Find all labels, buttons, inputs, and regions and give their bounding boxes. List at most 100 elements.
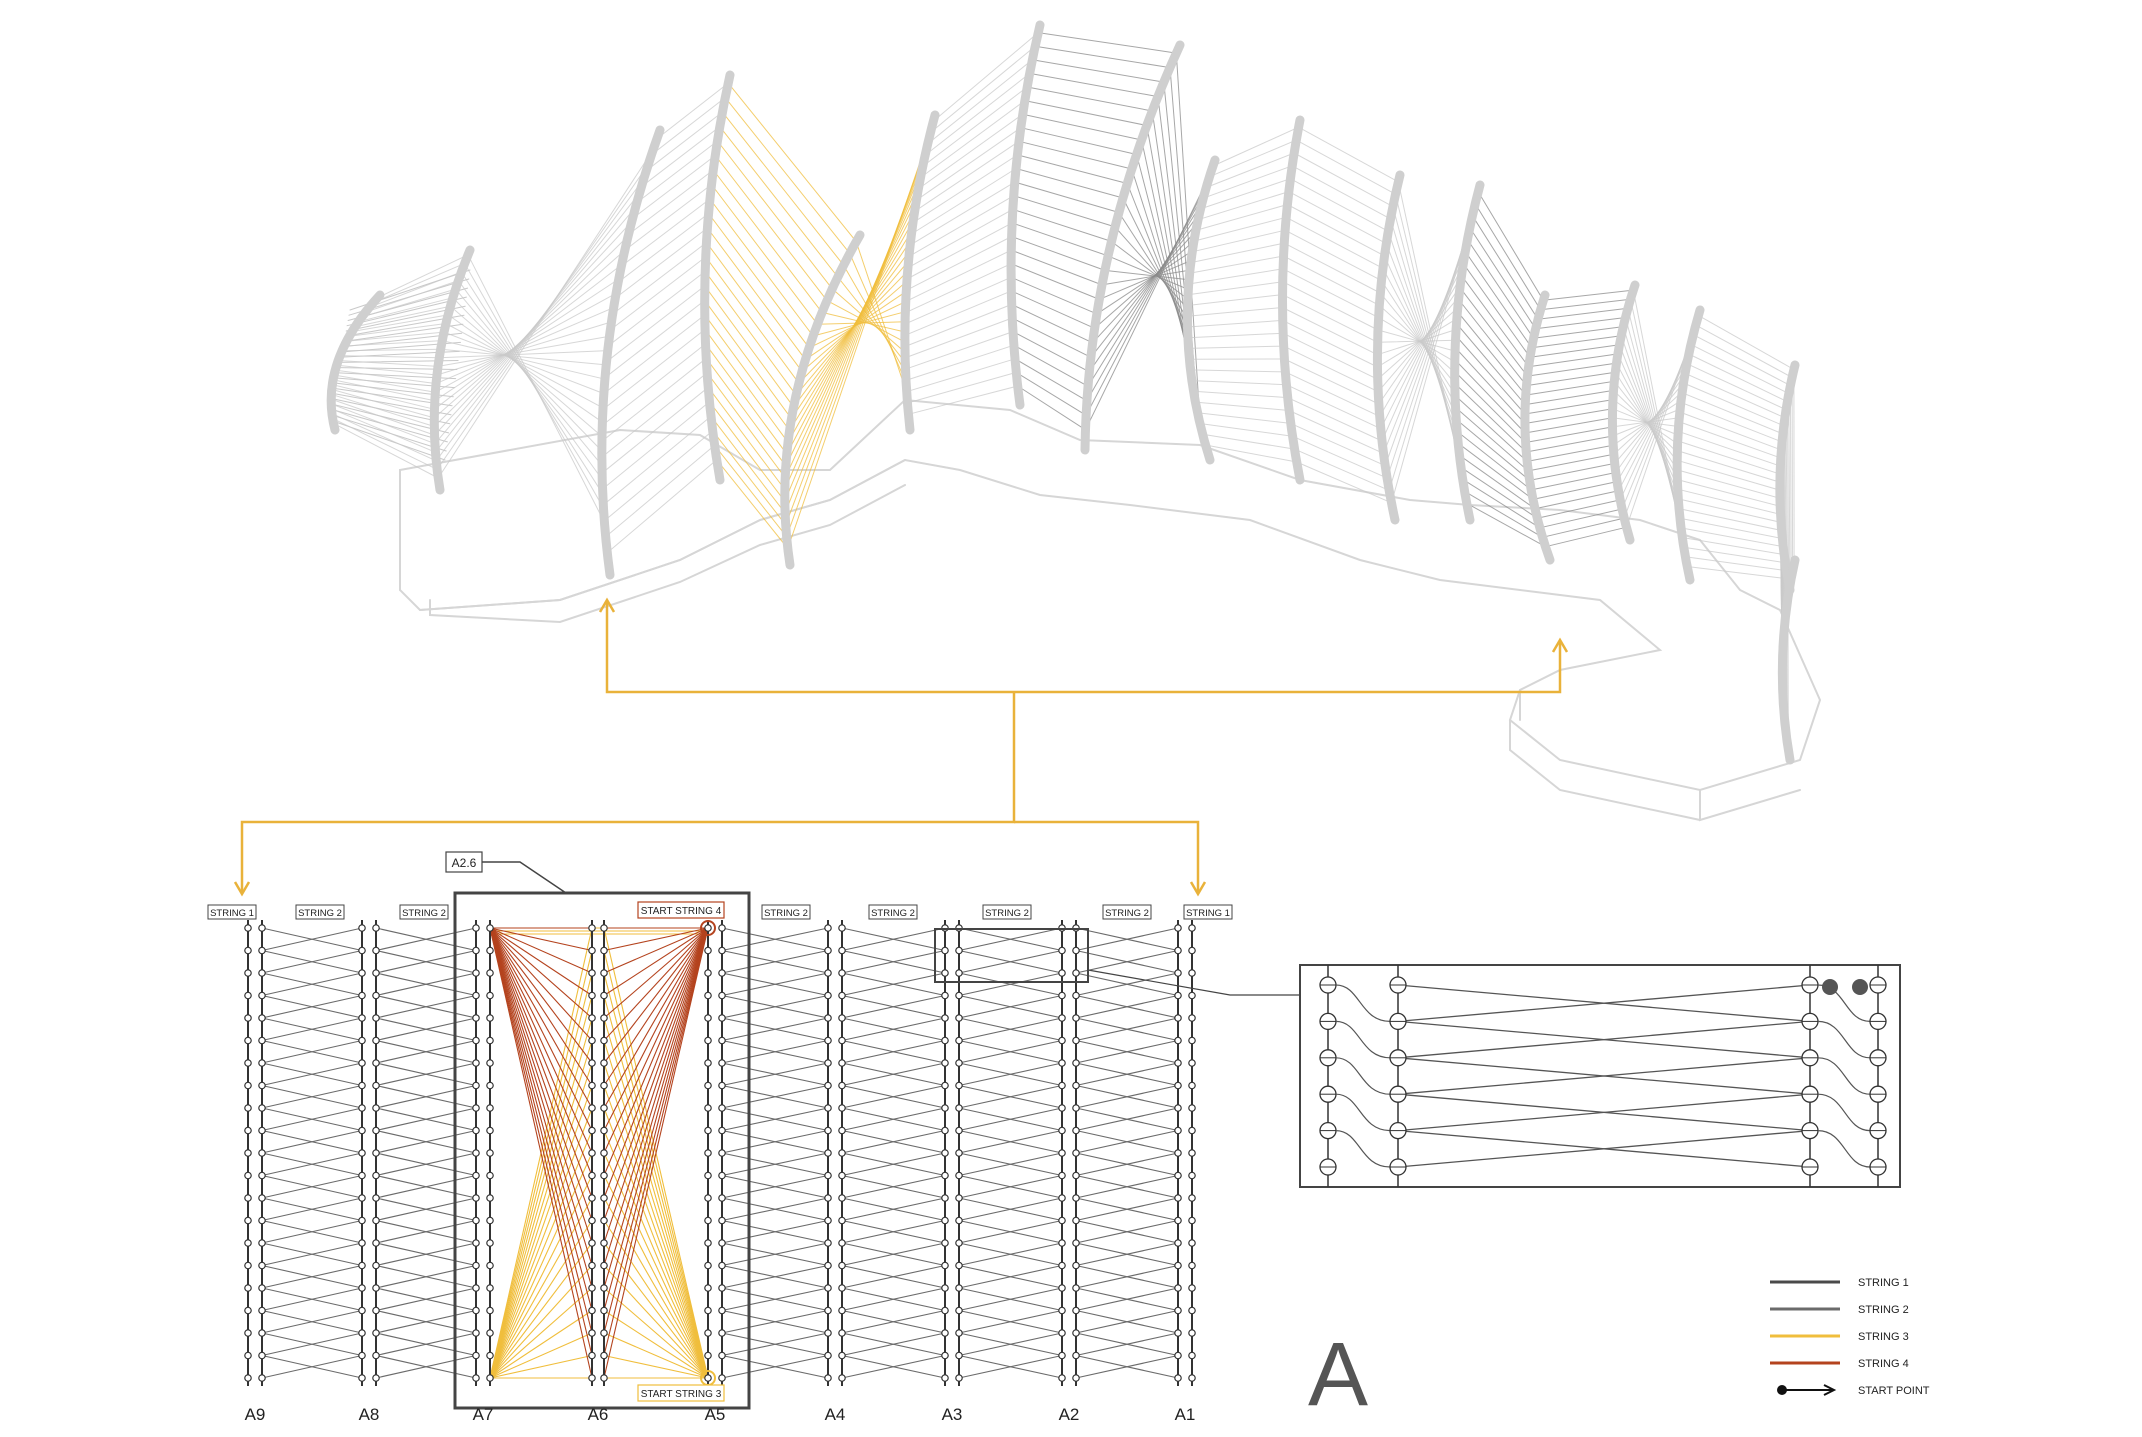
string-anchor-node: [259, 992, 265, 998]
string-elevation: [245, 920, 1195, 1386]
string-anchor-node: [1189, 1037, 1195, 1043]
string-anchor-node: [719, 1375, 725, 1381]
string-strand: [607, 286, 705, 362]
column-label-a1: A1: [1175, 1405, 1196, 1424]
string-anchor-node: [839, 1172, 845, 1178]
string-anchor-node: [1189, 1060, 1195, 1066]
string-anchor-node: [487, 1037, 493, 1043]
string-anchor-node: [1059, 1375, 1065, 1381]
string-anchor-node: [245, 1172, 251, 1178]
string-anchor-node: [825, 992, 831, 998]
string-anchor-node: [825, 925, 831, 931]
string-strand: [1617, 363, 1678, 479]
string-anchor-node: [825, 1105, 831, 1111]
string-anchor-node: [259, 925, 265, 931]
string-strand: [1011, 277, 1097, 314]
string-strand: [1299, 127, 1399, 182]
string-anchor-node: [589, 1037, 595, 1043]
string4-fan: [490, 928, 708, 1378]
column-label-a3: A3: [942, 1405, 963, 1424]
string-anchor-node: [589, 1330, 595, 1336]
string3-line: [604, 1063, 708, 1378]
string-anchor-node: [719, 1330, 725, 1336]
string-strand: [1526, 427, 1613, 443]
string-anchor-node: [1189, 1195, 1195, 1201]
string-anchor-node: [719, 1307, 725, 1313]
string-strand: [1191, 243, 1284, 263]
string-anchor-node: [359, 992, 365, 998]
string-anchor-node: [373, 1285, 379, 1291]
string-strand: [1286, 217, 1383, 268]
string-anchor-node: [825, 970, 831, 976]
string-anchor-node: [473, 1330, 479, 1336]
string-strand: [1382, 281, 1456, 395]
string-anchor-node: [245, 1262, 251, 1268]
string-anchor-node: [1175, 992, 1181, 998]
string-anchor-node: [942, 1082, 948, 1088]
string-anchor-node: [1059, 1060, 1065, 1066]
string-anchor-node: [487, 1375, 493, 1381]
string-anchor-node: [719, 947, 725, 953]
string-anchor-node: [705, 1217, 711, 1223]
string-anchor-node: [359, 1195, 365, 1201]
string-strand: [1011, 264, 1099, 300]
column-a3: [942, 920, 962, 1386]
string-anchor-node: [942, 1150, 948, 1156]
string-strand: [1693, 335, 1790, 386]
string-anchor-node: [259, 1037, 265, 1043]
string-strand: [1284, 359, 1378, 404]
string-strand: [1543, 290, 1633, 300]
string-strand: [1296, 140, 1395, 194]
string-anchor-node: [825, 1015, 831, 1021]
string-anchor-node: [1175, 1240, 1181, 1246]
string-anchor-node: [487, 1262, 493, 1268]
string-strand: [1018, 386, 1086, 430]
string-anchor-node: [589, 1172, 595, 1178]
string-strand: [607, 460, 716, 553]
string-anchor-node: [825, 1150, 831, 1156]
string-strand: [1195, 402, 1289, 410]
string-anchor-node: [589, 992, 595, 998]
string-anchor-node: [1175, 1015, 1181, 1021]
string-strand: [907, 372, 1016, 403]
string-strand: [1385, 256, 1457, 416]
string-anchor-node: [245, 1127, 251, 1133]
string3-line: [604, 1018, 708, 1378]
string-anchor-node: [245, 1150, 251, 1156]
string4-line: [490, 928, 592, 1108]
strand-bay: [705, 83, 857, 548]
string-anchor-node: [473, 1015, 479, 1021]
string-anchor-node: [1073, 1330, 1079, 1336]
string-anchor-node: [956, 1127, 962, 1133]
string-anchor-node: [487, 1352, 493, 1358]
string-anchor-node: [359, 1172, 365, 1178]
string-strand: [1019, 141, 1132, 169]
string-anchor-node: [956, 1217, 962, 1223]
legend-label: STRING 4: [1858, 1358, 1909, 1370]
string-anchor-node: [1059, 970, 1065, 976]
string3-line: [604, 1176, 708, 1379]
string-strand: [1012, 237, 1105, 271]
string-anchor-node: [245, 947, 251, 953]
string-anchor-node: [487, 1330, 493, 1336]
string-anchor-node: [487, 925, 493, 931]
string-anchor-node: [705, 1037, 711, 1043]
string-anchor-node: [1059, 992, 1065, 998]
string-tag-label: STRING 2: [871, 908, 915, 919]
string-anchor-node: [956, 1105, 962, 1111]
string-strand: [715, 445, 787, 536]
string-strand: [1698, 315, 1794, 369]
string-anchor-node: [473, 970, 479, 976]
string-anchor-node: [473, 1127, 479, 1133]
string-anchor-node: [1059, 1195, 1065, 1201]
string-anchor-node: [1175, 925, 1181, 931]
string-strand: [1684, 547, 1786, 563]
string-anchor-node: [601, 1262, 607, 1268]
string3-line: [490, 1018, 592, 1378]
string-anchor-node: [1189, 1352, 1195, 1358]
string-anchor-node: [487, 1285, 493, 1291]
legend-item: STRING 1: [1770, 1277, 1909, 1289]
string-anchor-node: [487, 970, 493, 976]
string-anchor-node: [259, 1015, 265, 1021]
string-anchor-node: [1189, 1240, 1195, 1246]
